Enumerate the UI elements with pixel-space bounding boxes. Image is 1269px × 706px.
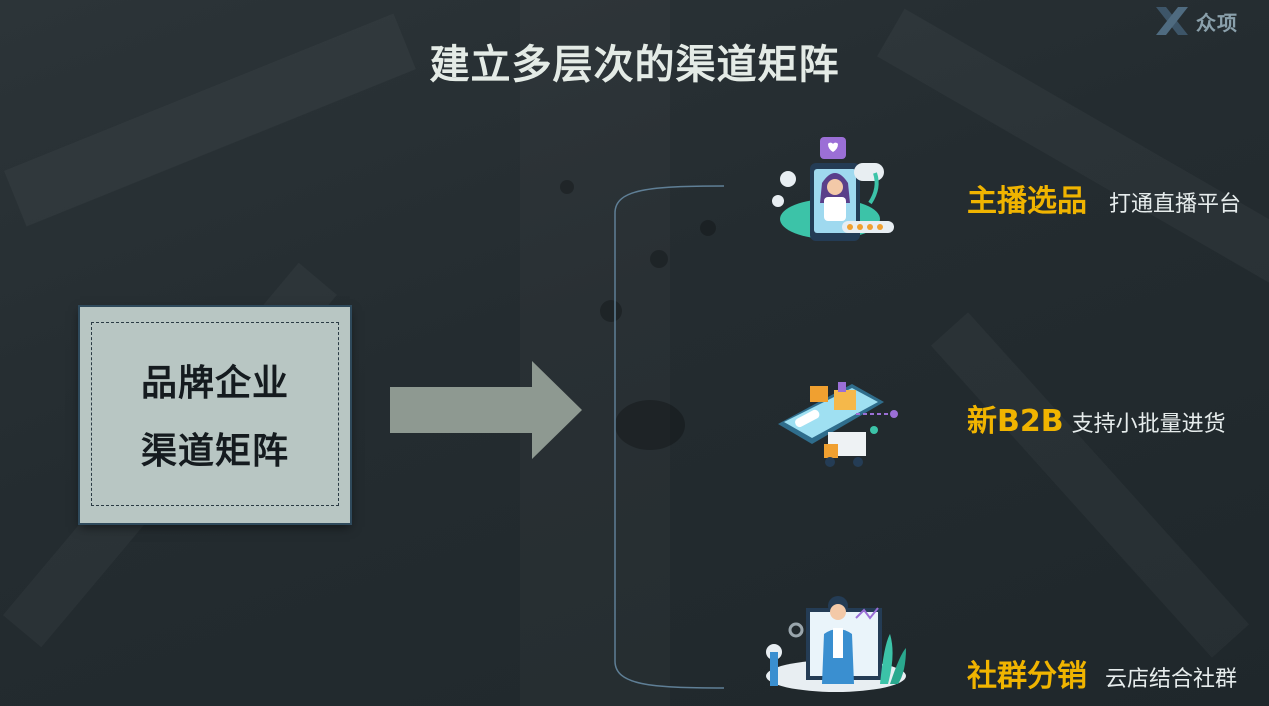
channel-name: 新B2B (967, 404, 1064, 439)
channel-item-3: 社群分销 云店结合社群 (967, 651, 1237, 695)
channel-item-1: 主播选品 打通直播平台 (967, 176, 1241, 220)
x-logo-icon (1154, 5, 1190, 37)
right-arrow-icon (390, 361, 582, 463)
channel-desc: 云店结合社群 (1105, 667, 1238, 692)
channel-item-2: 新B2B 支持小批量进货 (967, 396, 1226, 440)
channel-name: 主播选品 (967, 184, 1087, 219)
logo-text: 众项 (1196, 10, 1238, 35)
brand-logo: 众项 (1154, 4, 1238, 38)
community-service-icon (760, 588, 912, 696)
channel-name: 社群分销 (967, 659, 1087, 694)
live-streamer-icon (770, 133, 900, 249)
brand-line-2: 渠道矩阵 (140, 431, 289, 472)
page-title: 建立多层次的渠道矩阵 (429, 42, 840, 88)
mobile-shop-delivery-icon (772, 372, 904, 476)
brand-line-1: 品牌企业 (140, 363, 289, 404)
channel-desc: 打通直播平台 (1109, 192, 1242, 217)
brand-box: 品牌企业 渠道矩阵 (80, 307, 350, 523)
left-bracket (610, 183, 730, 697)
brand-box-inner: 品牌企业 渠道矩阵 (91, 322, 339, 506)
channel-desc: 支持小批量进货 (1071, 412, 1226, 437)
